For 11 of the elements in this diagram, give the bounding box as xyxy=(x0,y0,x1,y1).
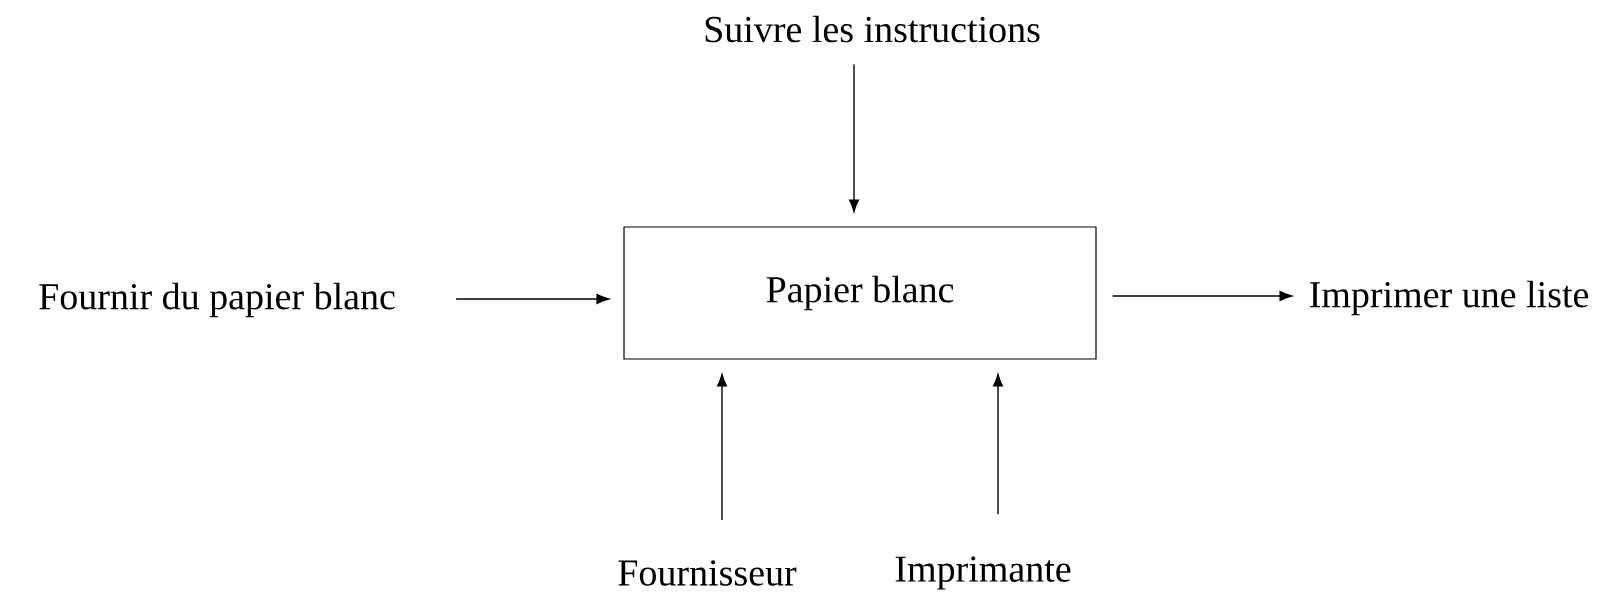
arrow xyxy=(849,63,859,213)
label-text: Suivre les instructions xyxy=(705,15,1040,43)
arrow xyxy=(993,373,1003,515)
arrow xyxy=(717,373,727,521)
label-text: Imprimante xyxy=(895,556,1071,590)
label-text: Fournir du papier blanc xyxy=(39,282,395,318)
process-box: Papier blanc xyxy=(623,226,1097,360)
arrow xyxy=(1111,291,1293,301)
label-text: Fournisseur xyxy=(618,560,797,586)
arrow xyxy=(455,294,610,304)
label-text: Imprimer une liste xyxy=(1310,280,1589,316)
